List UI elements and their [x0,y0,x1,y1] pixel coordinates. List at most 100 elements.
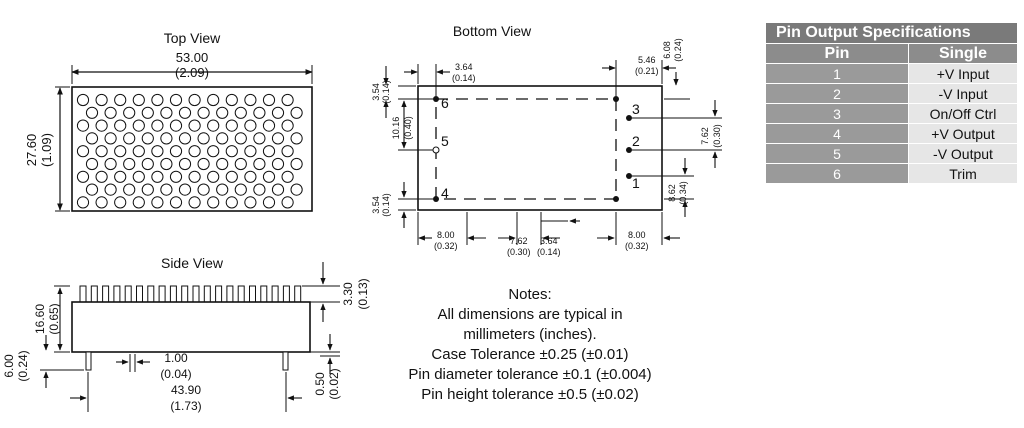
heatsink-hole [234,183,247,196]
heatsink-hole [160,106,173,119]
dim-354-top-in: (0.14) [381,80,391,104]
pin-output-spec-table: Pin Output Specifications Pin Single 1+V… [765,22,1018,184]
heatsink-hole [85,183,99,196]
dim-1660-mm: 16.60 [33,304,47,334]
pin-label-6: 6 [441,95,449,111]
dim-354-bot-in: (0.14) [381,193,391,217]
heatsink-fin [169,285,177,303]
pin-label-3: 3 [632,101,640,117]
heatsink-hole [188,196,201,209]
heatsink-hole [197,157,210,171]
heatsink-hole [207,196,220,209]
dim-330-in: (0.13) [356,278,370,309]
dim-762-bot-in: (0.30) [507,247,531,257]
notes-line-4: Pin diameter tolerance ±0.1 (±0.004) [408,366,652,383]
spec-table-title: Pin Output Specifications [765,22,1018,44]
heatsink-hole [225,170,238,183]
heatsink-hole [281,93,294,107]
heatsink-hole [104,183,117,196]
heatsink-hole [123,157,136,171]
heatsink-fin [203,285,211,303]
heatsink-hole [95,93,108,107]
heatsink-hole [253,132,266,145]
heatsink-fin [102,285,110,303]
heatsink-hole [141,132,154,145]
dim-100-mm: 1.00 [164,351,188,365]
dim-762-right-mm: 7.62 [700,127,710,145]
heatsink-hole [132,196,145,209]
heatsink-hole [169,93,183,107]
table-row: 2-V Input [765,83,1018,104]
heatsink-hole [169,196,183,209]
heatsink-hole [234,157,247,171]
heatsink-hole [271,106,285,119]
dim-600-mm: 6.00 [2,354,16,378]
heatsink-hole [76,170,90,183]
heatsink-hole [169,145,183,158]
heatsink-hole [262,119,276,132]
pin-label-1: 1 [632,175,640,191]
heatsink-fin [192,285,200,303]
pin-1-dot [613,196,619,202]
heatsink-hole [114,145,127,158]
pin-6-dot [433,96,439,102]
dim-050-in: (0.02) [327,368,341,399]
dim-762-bot-mm: 7.62 [510,236,528,246]
heatsink-hole [290,106,303,119]
heatsink-hole [123,106,136,119]
spec-function: +V Input [908,63,1018,84]
heatsink-hole [207,145,220,158]
heatsink-fin [294,285,302,303]
heatsink-hole [262,196,276,209]
dim-100-in: (0.04) [160,367,191,381]
heatsink-hole [234,132,247,145]
heatsink-hole [76,196,90,209]
dim-364-bot-mm: 3.64 [540,236,558,246]
pin-label-2: 2 [632,133,640,149]
heatsink-hole [271,157,285,171]
spec-pin: 4 [765,123,909,144]
spec-function: Trim [908,163,1018,184]
dim-4390-mm: 43.90 [171,383,201,397]
side-pin-left [85,351,92,371]
heatsink-fin [237,285,245,303]
side-pin-right [282,351,289,371]
heatsink-hole [114,93,127,107]
heatsink-hole [253,106,266,119]
heatsink-hole [253,157,266,171]
heatsink-hole-grid [76,93,303,209]
notes-heading: Notes: [508,286,552,303]
heatsink-hole [244,170,257,183]
heatsink-hole [197,183,210,196]
dim-862-in: (0.34) [678,181,688,205]
side-view: Side View 3.30 (0.13) 16.60 (0.65) 6.00 … [2,255,370,413]
spec-pin: 2 [765,83,909,104]
heatsink-hole [76,93,90,107]
bottom-view-case [417,85,663,211]
heatsink-fin [181,285,189,303]
dim-050-mm: 0.50 [313,372,327,396]
heatsink-hole [160,157,173,171]
heatsink-hole [262,145,276,158]
pin-4-dot [433,196,439,202]
heatsink-hole [132,93,145,107]
heatsink-fin [113,285,121,303]
spec-col-single: Single [908,43,1018,64]
heatsink-fin [260,285,268,303]
heatsink-hole [141,106,154,119]
heatsink-hole [262,170,276,183]
heatsink-hole [244,93,257,107]
heatsink-hole [281,119,294,132]
table-row: 4+V Output [765,123,1018,144]
heatsink-hole [188,170,201,183]
heatsink-hole [85,132,99,145]
heatsink-hole [76,145,90,158]
heatsink-hole [178,106,192,119]
heatsink-hole [123,183,136,196]
heatsink-hole [160,132,173,145]
top-view-title: Top View [164,30,221,46]
dim-364-bot-in: (0.14) [537,247,561,257]
heatsink-hole [178,157,192,171]
